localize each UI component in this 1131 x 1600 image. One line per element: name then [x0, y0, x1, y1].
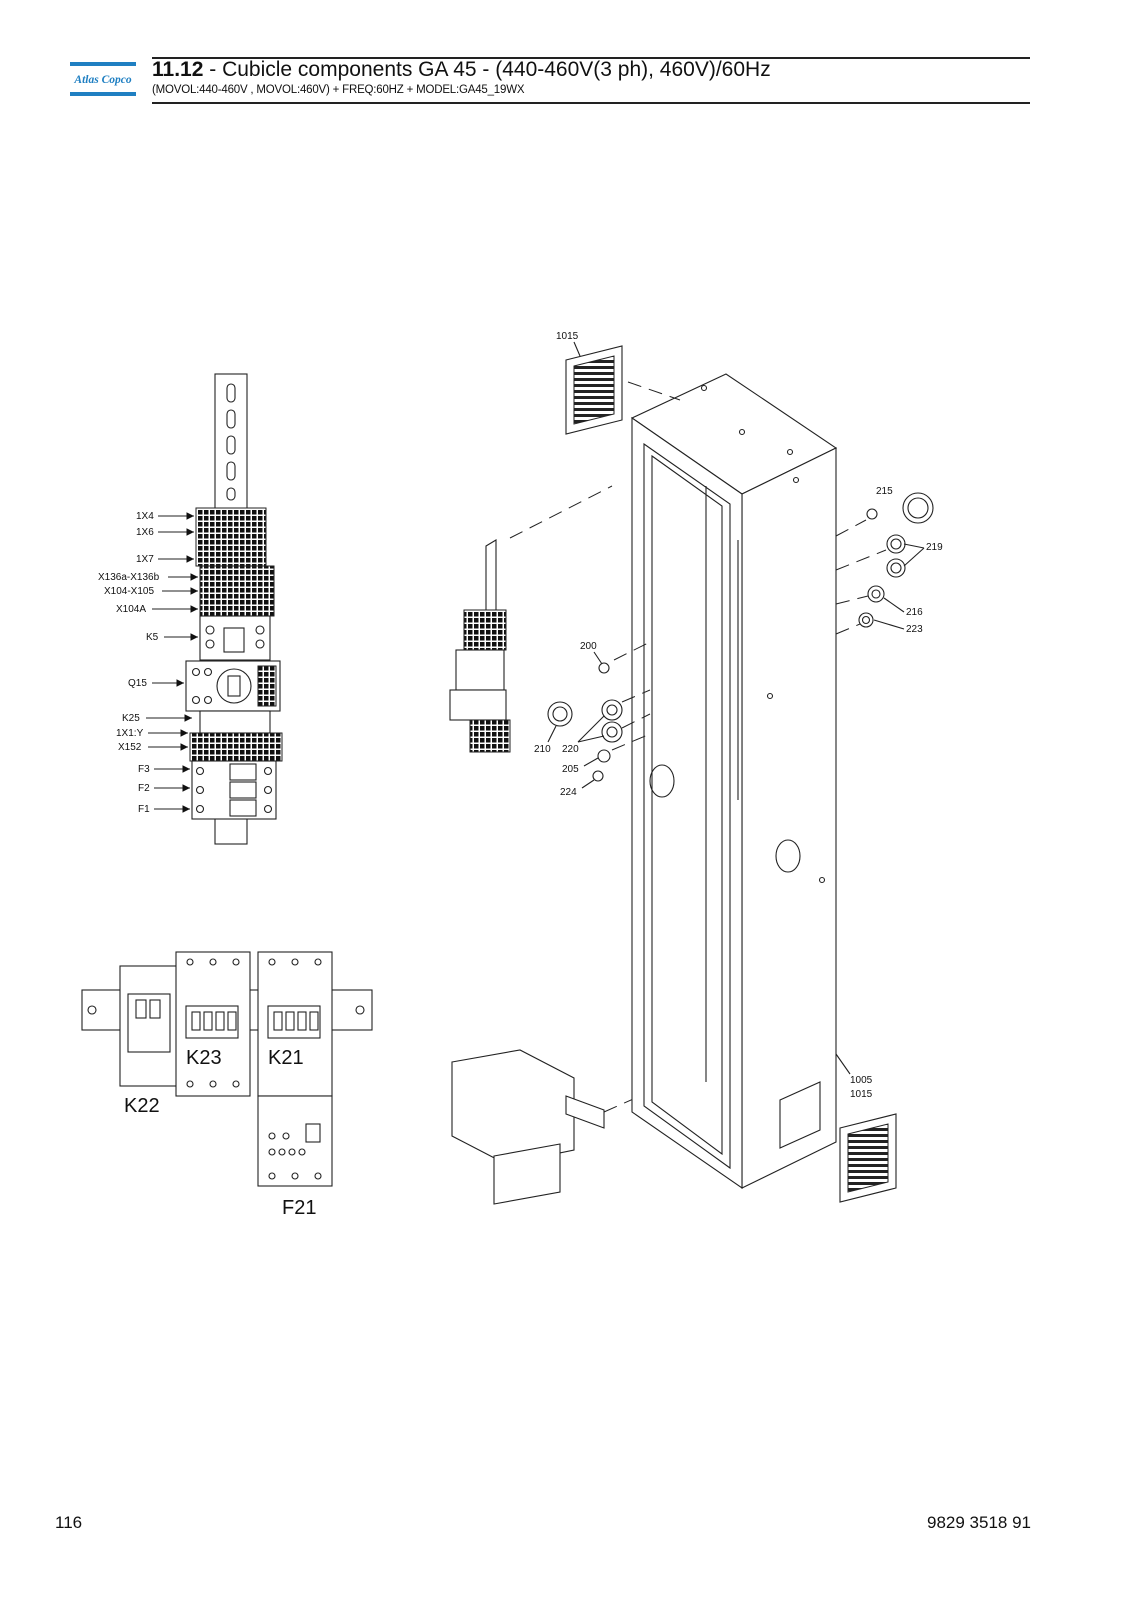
fastener-parts	[547, 662, 623, 782]
header-rule-bottom	[152, 102, 1030, 104]
label-x136a-x136b: X136a-X136b	[98, 572, 160, 583]
callout-leader	[583, 757, 599, 767]
document-number: 9829 3518 91	[927, 1513, 1031, 1532]
leader-dash	[835, 549, 887, 571]
exploded-contactor-block	[451, 1049, 605, 1205]
terminal-rail-assembly	[185, 373, 283, 845]
leader-dash	[621, 689, 651, 703]
leader-dash	[835, 623, 861, 635]
page-title: 11.12 - Cubicle components GA 45 - (440-…	[152, 58, 771, 82]
callout-leader	[903, 543, 925, 549]
leader-dash	[835, 519, 867, 537]
leader-dash	[621, 713, 651, 729]
top-grille	[565, 345, 623, 435]
cable-gland-parts	[858, 492, 934, 628]
leader-dash	[835, 595, 869, 605]
label-f21: F21	[282, 1197, 316, 1219]
cubicle-enclosure	[630, 373, 838, 1190]
callout-leader	[577, 715, 605, 743]
label-x104a: X104A	[116, 604, 146, 615]
leader-dash	[627, 381, 681, 401]
callout-210: 210	[534, 744, 551, 755]
label-q15: Q15	[128, 678, 147, 689]
label-1x4: 1X4	[136, 511, 154, 522]
label-k25: K25	[122, 713, 140, 724]
label-f2: F2	[138, 783, 150, 794]
bottom-grille	[839, 1113, 897, 1203]
callout-leader	[573, 341, 581, 357]
leader-dash	[509, 485, 613, 539]
label-1x7: 1X7	[136, 554, 154, 565]
label-x104-x105: X104-X105	[104, 586, 154, 597]
contactor-assembly	[81, 951, 373, 1187]
callout-leader	[593, 651, 603, 665]
callout-216: 216	[906, 607, 923, 618]
callout-205: 205	[562, 764, 579, 775]
exploded-rail-assembly	[449, 539, 511, 753]
page-subtitle: (MOVOL:440-460V , MOVOL:460V) + FREQ:60H…	[152, 84, 525, 96]
terminal-label-group: 1X4 1X6 1X7 X136a-X136b X104-X105 X104A …	[98, 511, 198, 815]
atlas-copco-logo: Atlas Copco	[70, 62, 136, 96]
callout-leader	[883, 597, 905, 613]
leader-dash	[613, 641, 651, 661]
callout-219: 219	[926, 542, 943, 553]
label-x152: X152	[118, 742, 142, 753]
section-title: - Cubicle components GA 45 - (440-460V(3…	[203, 58, 771, 81]
logo-text: Atlas Copco	[73, 74, 131, 86]
callout-1015-top: 1015	[556, 331, 579, 342]
section-number: 11.12	[152, 58, 204, 81]
callout-215: 215	[876, 486, 893, 497]
label-1x1-y: 1X1:Y	[116, 728, 144, 739]
leader-dash	[611, 733, 651, 751]
callout-leader	[873, 619, 905, 630]
label-k23: K23	[186, 1047, 222, 1069]
label-k21: K21	[268, 1047, 304, 1069]
label-k22: K22	[124, 1095, 160, 1117]
callout-200: 200	[580, 641, 597, 652]
callout-220: 220	[562, 744, 579, 755]
label-f1: F1	[138, 804, 150, 815]
callout-223: 223	[906, 624, 923, 635]
callout-leader	[903, 547, 925, 567]
callout-1005: 1005	[850, 1075, 873, 1086]
callout-224: 224	[560, 787, 577, 798]
page-number: 116	[55, 1513, 83, 1532]
callout-leader	[835, 1053, 851, 1075]
label-k5: K5	[146, 632, 159, 643]
callout-1015-bottom: 1015	[850, 1089, 873, 1100]
callout-leader	[547, 725, 557, 743]
label-1x6: 1X6	[136, 527, 154, 538]
header-rule-top	[152, 57, 1030, 59]
callout-leader	[577, 735, 605, 743]
label-f3: F3	[138, 764, 150, 775]
callout-leader	[581, 779, 595, 789]
